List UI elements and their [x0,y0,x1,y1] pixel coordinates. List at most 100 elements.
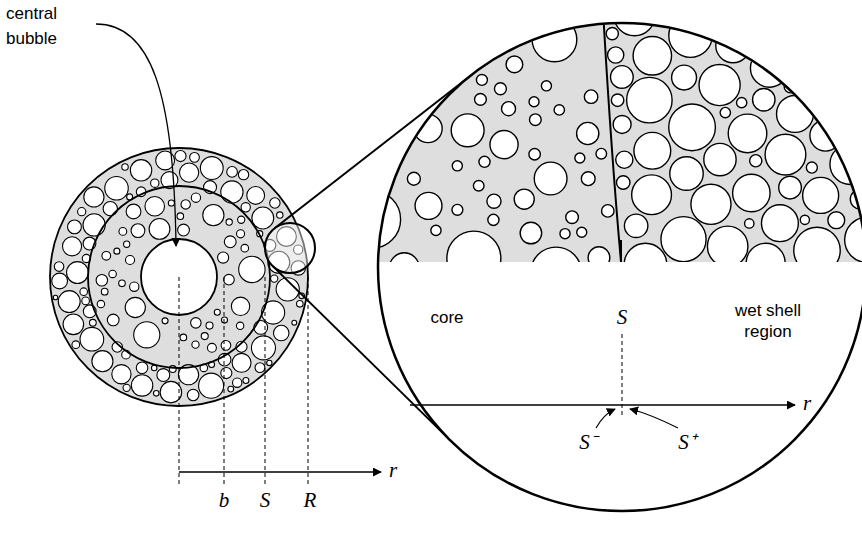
leader-arrow [630,409,678,428]
bubble [273,325,288,340]
bubble [125,297,145,317]
bubble [707,226,748,262]
bubble [181,200,190,209]
limit-label: S⁺ [678,430,696,455]
bubble [531,247,582,262]
bubble [124,241,130,247]
bubble [514,189,534,209]
bubble [153,391,159,397]
bubble [699,64,740,105]
bubble [67,262,89,284]
bubble [112,365,131,384]
bubble [845,217,862,262]
bubble [247,186,265,204]
dashed-guide [265,277,266,484]
bubble [175,150,186,161]
bubble [130,160,151,181]
bubble [577,227,587,237]
limit-label: S⁻ [579,430,597,455]
bubble [704,143,736,175]
bubble [661,217,706,262]
bubble [452,204,463,215]
bubble [255,363,265,373]
bubble [451,114,484,147]
bubble [52,273,68,289]
bubble [624,214,647,237]
bubble [206,322,213,329]
bubble [149,219,170,240]
bubble [415,192,442,219]
bubble [119,280,126,287]
bubble [231,297,249,315]
bubble [207,343,216,352]
leader-arrow [96,24,176,246]
bubble [226,219,232,225]
bubble [487,194,501,208]
bubble [669,104,716,151]
bubble [803,177,839,213]
bubble [236,322,243,329]
bubble [131,224,145,238]
bubble [178,224,190,236]
bubble [634,132,671,169]
bubble [566,211,579,224]
bubble [58,291,80,313]
bubble [243,378,249,384]
bubble [431,225,441,235]
bubble [670,157,704,191]
bubble [476,74,487,85]
bubble [123,384,130,391]
dashed-guide [308,277,309,484]
bubble [529,149,540,160]
zoom-foam-ground [370,0,862,262]
bubble [179,163,198,182]
bubble [534,162,567,195]
bubble [101,288,108,295]
bubble [157,369,170,382]
bubble [131,375,152,396]
bubble [613,115,631,133]
bubble [126,204,141,219]
bubble [475,93,487,105]
bubble [177,213,184,220]
bubble [588,247,610,262]
leader-arrow [596,409,615,428]
bubble [765,134,806,175]
bubble [581,172,595,186]
bubble [89,319,96,326]
bubble [151,179,159,187]
bubble [237,230,245,238]
bubble [221,317,227,323]
bubble [203,205,224,226]
axis-label: r [803,391,811,416]
bubble [187,389,198,400]
bubble [728,114,767,153]
bubble [632,175,672,215]
bubble [271,275,278,282]
bubble [103,201,117,215]
bubble [191,318,201,328]
bubble [109,270,116,277]
bubble [520,222,542,244]
bubble [53,295,58,300]
bubble [97,300,104,307]
bubble [221,341,231,351]
bubble [125,255,134,264]
bubble [270,198,280,208]
bubble [191,193,200,202]
bubble [494,83,506,95]
bubble [502,102,516,116]
bubble [180,334,187,341]
bubble [488,214,499,225]
bubble [627,77,672,122]
bubble [672,65,697,90]
bubble [119,227,127,235]
bubble [691,184,731,224]
bubble [624,243,667,262]
radial-axis [179,471,381,473]
bubble [779,176,802,199]
bubble [190,152,200,162]
zoom-outline [378,23,862,511]
bubble [541,81,551,91]
dashed-guide [179,277,180,484]
